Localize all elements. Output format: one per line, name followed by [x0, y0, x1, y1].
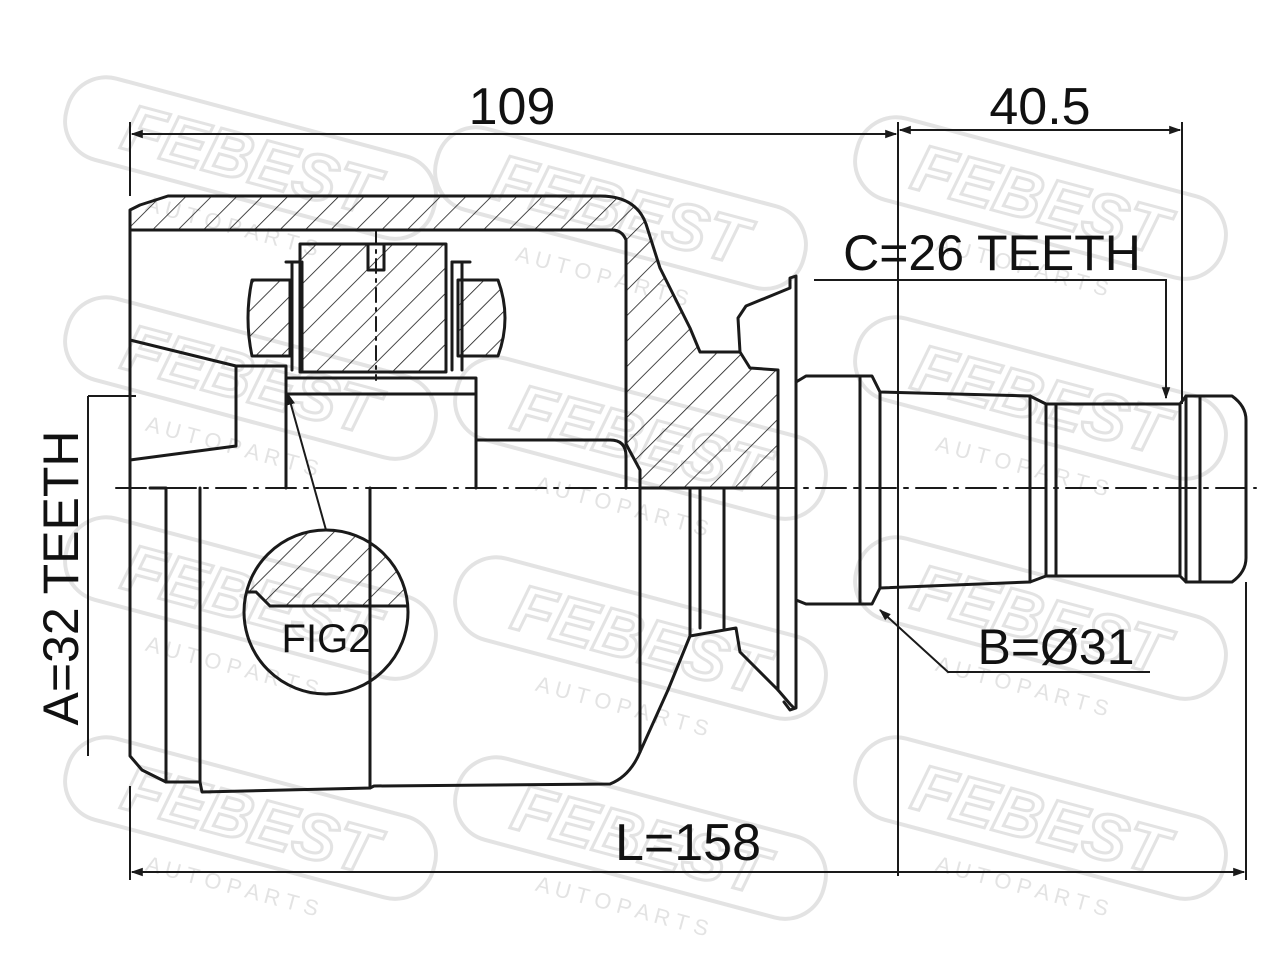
stub-shaft-upper [794, 374, 1248, 490]
roller-right-section [456, 278, 507, 358]
housing-inner-bore [128, 338, 238, 462]
dust-boot-bottom [776, 486, 798, 712]
spider-pins [290, 260, 464, 372]
housing-lower-profile [128, 228, 642, 794]
dim-b-text: B=Ø31 [977, 619, 1134, 675]
dust-boot-top [736, 274, 798, 490]
dimension-text-group: 109 40.5 C=26 TEETH B=Ø31 L=158 A=32 TEE… [33, 78, 1141, 872]
fig2-leader-line [286, 392, 327, 531]
dim-a-leader [87, 395, 136, 756]
housing-groove [198, 486, 372, 790]
fig2-label: FIG2 [282, 617, 371, 661]
dim-l-text: L=158 [615, 814, 761, 872]
housing-wall-section [128, 194, 780, 490]
dimension-annotations [87, 122, 1247, 880]
hub-centre [474, 438, 628, 490]
stub-shaft-lower [794, 486, 1248, 606]
dim-c-text: C=26 TEETH [843, 225, 1141, 281]
spider-body [234, 364, 478, 490]
dim-109-text: 109 [469, 78, 556, 136]
dim-40-5-text: 40.5 [989, 78, 1090, 136]
dim-b-leader [879, 609, 1150, 673]
dim-a-text: A=32 TEETH [33, 430, 89, 725]
fig2-detail-circle: FIG2 [242, 392, 410, 696]
dim-c-leader [814, 279, 1171, 400]
tripod-hub-section [298, 242, 448, 374]
circlip-marks [284, 242, 472, 272]
cv-joint-outline [115, 194, 1257, 794]
roller-left-section [246, 278, 292, 358]
neck-lines [688, 486, 726, 638]
extension-lines [129, 122, 1247, 880]
neck-lower [638, 626, 796, 754]
